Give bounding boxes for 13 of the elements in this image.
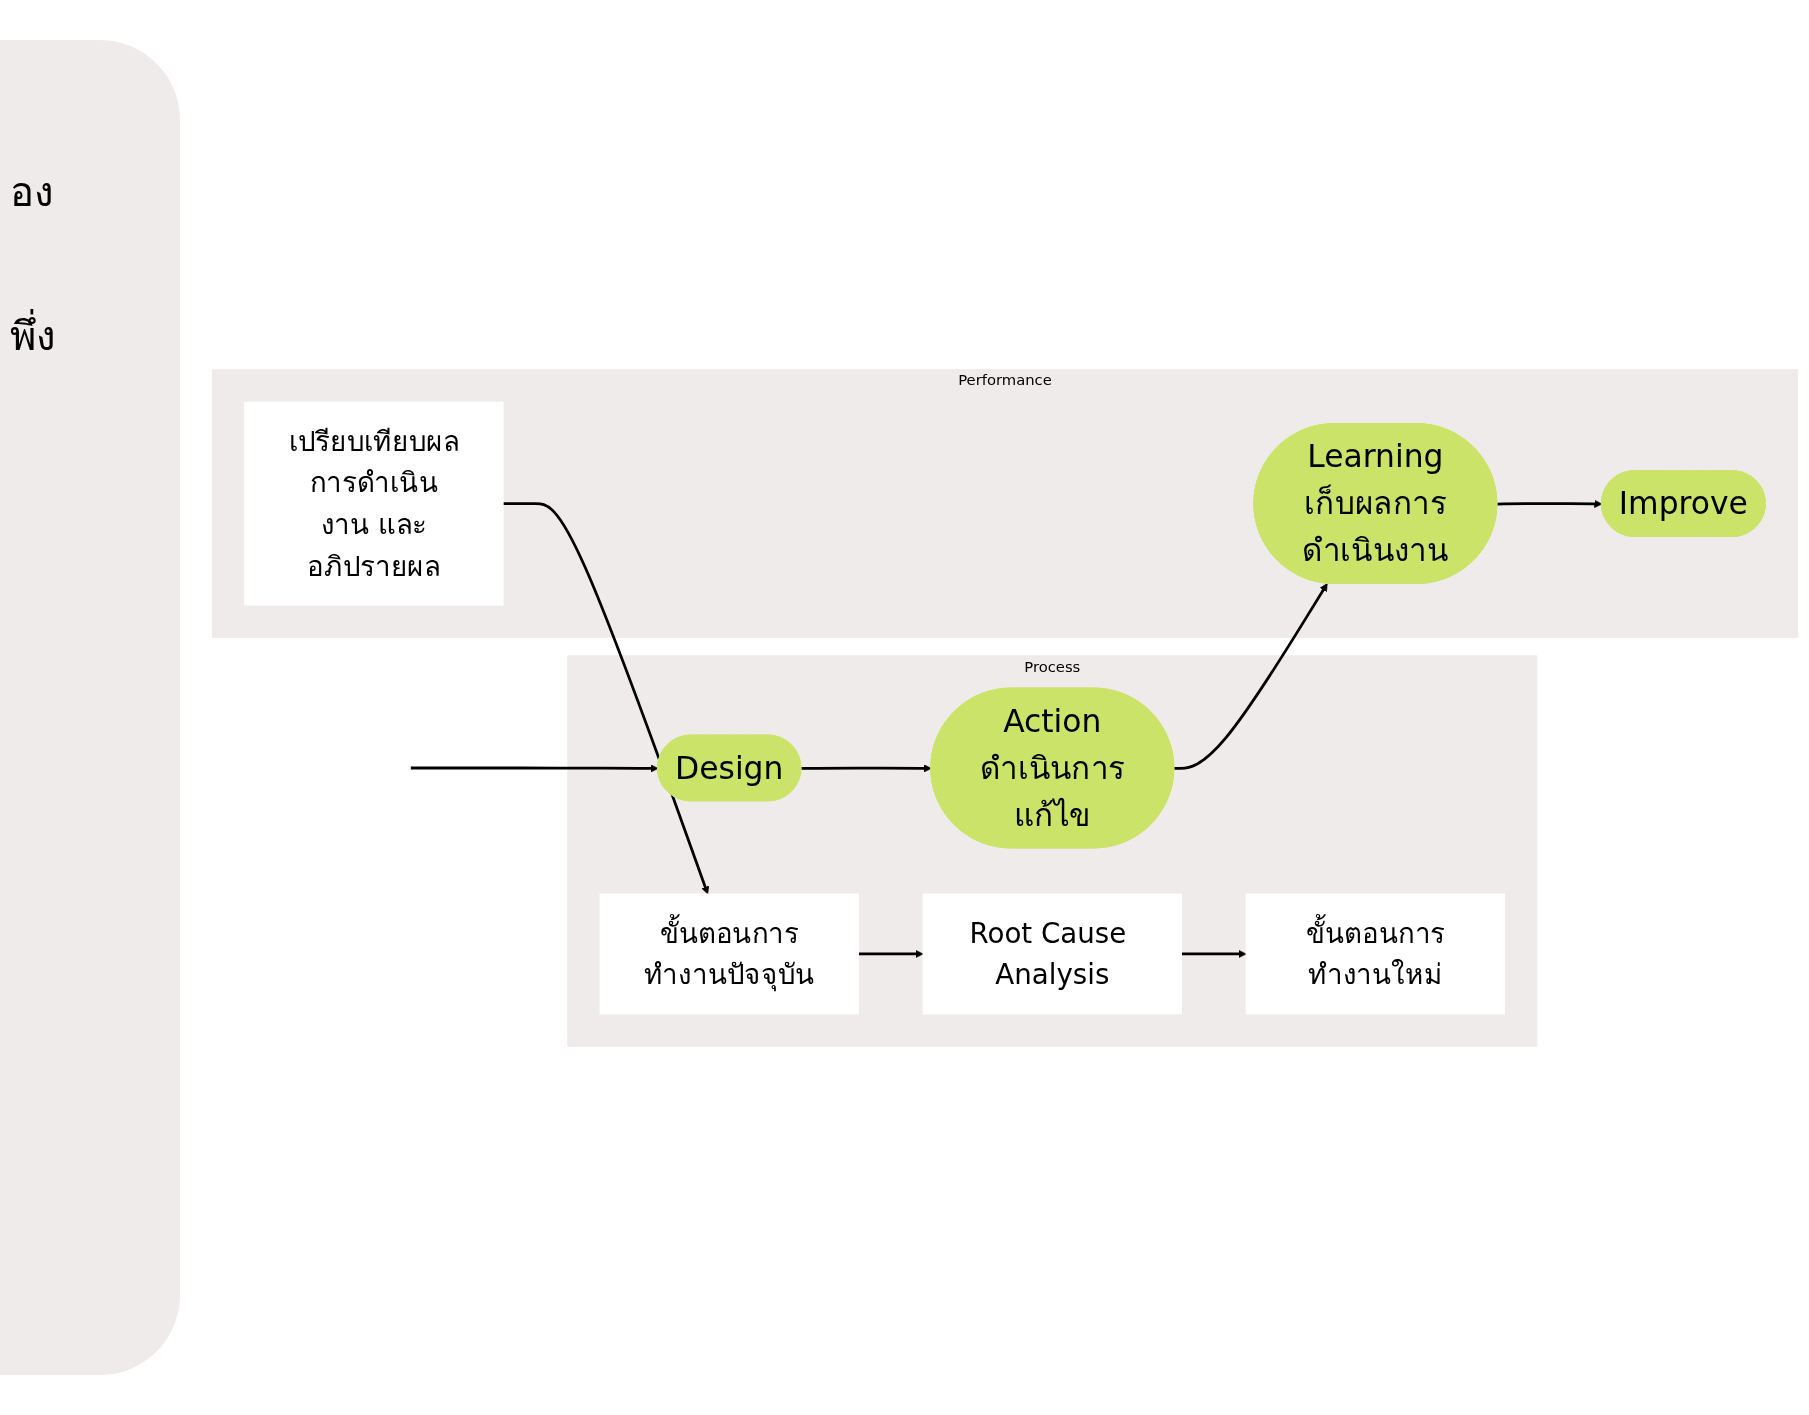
node-box: ขั้นตอนการทำงานปัจจุบัน (599, 893, 859, 1014)
node-box: Root Cause Analysis (922, 893, 1182, 1014)
arrow (1181, 949, 1246, 958)
arrow (1496, 499, 1602, 508)
arrow (410, 763, 658, 772)
arrow (502, 501, 709, 894)
node-box: ขั้นตอนการทำงานใหม่ (1245, 893, 1505, 1014)
node-box: เปรียบเทียบผลการดำเนินงาน และอภิปรายผล (243, 401, 504, 606)
arrow (1173, 582, 1328, 770)
arrow (800, 763, 932, 772)
side-text: พึ่ง (10, 304, 170, 368)
arrow (857, 949, 923, 958)
side-text: อง (10, 168, 55, 217)
